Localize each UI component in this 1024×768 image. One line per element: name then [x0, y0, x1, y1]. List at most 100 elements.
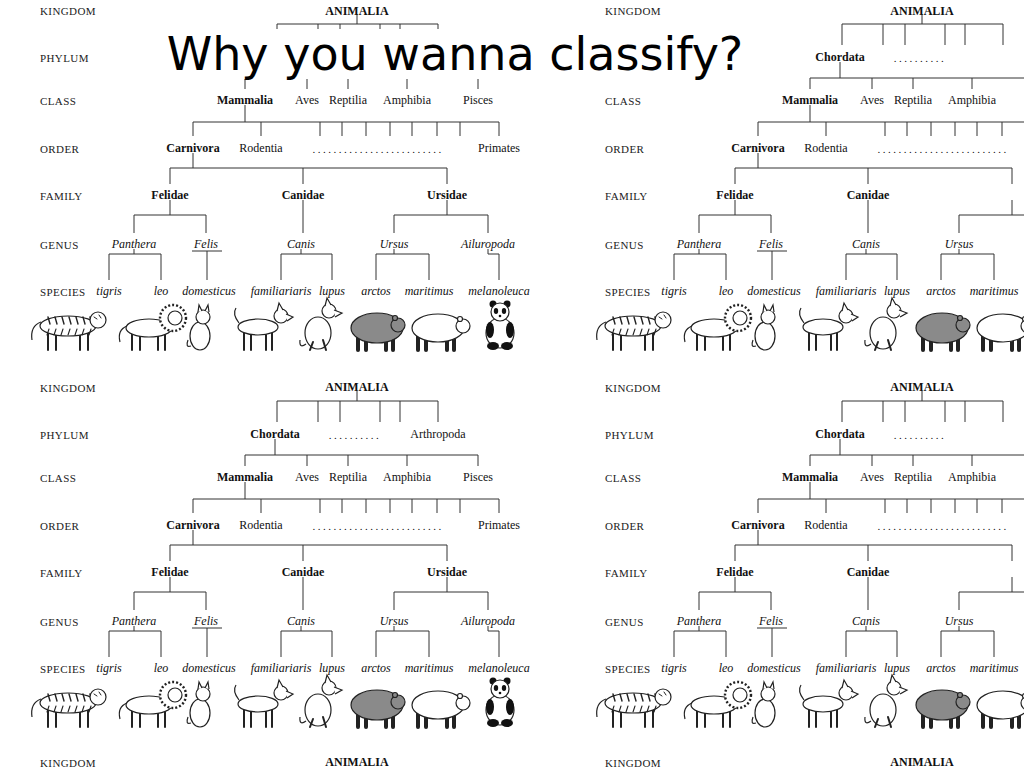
taxon-name: Chordata	[815, 50, 864, 65]
taxon-name: Reptilia	[329, 90, 367, 108]
taxon-name: Ursidae	[427, 562, 467, 580]
taxon-name: familiariaris	[251, 658, 312, 676]
tree-line	[810, 482, 811, 499]
tree-line	[735, 168, 736, 184]
tree-line	[810, 78, 811, 89]
rank-label: ORDER	[40, 520, 79, 532]
taxon-name: Ursus	[380, 611, 409, 629]
tree-line	[261, 122, 262, 136]
rank-label: SPECIES	[40, 663, 86, 675]
tree-line	[883, 24, 884, 45]
taxon-name: Canis	[287, 237, 315, 252]
tree-line	[134, 215, 206, 216]
tree-line	[348, 78, 349, 89]
taxon-name: Mammalia	[782, 467, 838, 485]
tree-line	[1012, 200, 1013, 215]
rank-label: KINGDOM	[605, 378, 661, 396]
ellipsis-dots: .........................	[877, 516, 1008, 534]
taxon-name: domesticus	[182, 661, 235, 676]
tree-line	[478, 78, 479, 89]
rank-label: CLASS	[40, 91, 76, 109]
tree-line	[885, 499, 886, 513]
ellipsis-dots: .........................	[312, 520, 443, 532]
taxon-name: Carnivora	[166, 138, 219, 156]
tree-line	[281, 254, 332, 255]
taxon-name: Aves	[295, 93, 319, 108]
taxon-name: Rodentia	[239, 518, 282, 533]
tree-line	[972, 78, 973, 89]
taxon-name: arctos	[361, 281, 391, 299]
tree-line	[161, 254, 162, 280]
tree-line	[1002, 499, 1003, 513]
taxon-name: domesticus	[182, 281, 235, 299]
tree-line	[342, 499, 343, 513]
tree-line	[758, 122, 759, 136]
taxon-name: Felis	[759, 614, 783, 629]
tree-line	[488, 215, 489, 233]
taxon-name: Arthropoda	[410, 427, 465, 442]
tree-line	[318, 401, 319, 422]
tree-line	[735, 545, 736, 561]
tree-line	[245, 105, 246, 122]
taxon-name: Canis	[287, 234, 315, 252]
taxon-name: Felis	[194, 237, 218, 252]
taxon-name: Canidae	[847, 185, 890, 203]
tree-line	[941, 254, 994, 255]
taxon-name: familiariaris	[816, 658, 877, 676]
taxon-name: arctos	[926, 661, 956, 676]
tree-line	[207, 628, 208, 657]
tree-line	[245, 482, 246, 499]
taxon-name: Mammalia	[782, 93, 838, 108]
taxon-name: Carnivora	[166, 515, 219, 533]
taxon-name: lupus	[884, 661, 910, 676]
taxon-name: Amphibia	[948, 90, 996, 108]
taxon-name: familiariaris	[251, 284, 312, 299]
rank-label: ORDER	[605, 516, 644, 534]
tree-line	[771, 592, 772, 610]
taxon-name: Ursidae	[427, 188, 467, 203]
rank-label: SPECIES	[40, 659, 86, 677]
tree-line	[907, 122, 908, 136]
tree-line	[281, 631, 282, 657]
taxon-name: ANIMALIA	[890, 4, 953, 19]
rank-label: ORDER	[40, 139, 79, 157]
rank-label: ORDER	[40, 143, 79, 155]
taxon-name: Ailuropoda	[461, 614, 515, 629]
tree-line	[376, 254, 429, 255]
tree-line	[1002, 122, 1003, 136]
tree-line	[412, 499, 413, 513]
tree-line	[842, 24, 843, 45]
taxon-name: Felis	[759, 234, 783, 252]
taxon-name: Felidae	[716, 562, 753, 580]
taxon-name: Panthera	[677, 614, 722, 629]
rank-label: SPECIES	[40, 282, 86, 300]
taxon-name: leo	[154, 281, 169, 299]
tree-line	[394, 592, 488, 593]
title: Why you wanna classify?	[163, 29, 748, 79]
rank-label: FAMILY	[605, 190, 648, 202]
tree-line	[429, 631, 430, 657]
tree-line	[965, 401, 966, 422]
taxon-name: tigris	[661, 281, 686, 299]
rank-label: SPECIES	[40, 286, 86, 298]
taxon-name: Amphibia	[383, 467, 431, 485]
tree-line	[394, 592, 395, 610]
taxon-name: Canis	[287, 614, 315, 629]
rank-label: KINGDOM	[40, 378, 96, 396]
tree-line	[842, 401, 1003, 402]
tree-line	[1012, 545, 1013, 561]
rank-label: PHYLUM	[40, 52, 89, 64]
tree-line	[366, 499, 367, 513]
taxon-name: domesticus	[182, 284, 235, 299]
tree-line	[277, 401, 278, 422]
taxon-name: maritimus	[405, 281, 454, 299]
tree-line	[307, 455, 308, 466]
taxon-name: Pisces	[463, 90, 493, 108]
tree-line	[437, 499, 438, 513]
tree-line	[735, 200, 736, 215]
tree-line	[735, 577, 736, 592]
rank-label: GENUS	[605, 612, 644, 630]
tree-line	[907, 499, 908, 513]
rank-label: CLASS	[605, 468, 641, 486]
taxon-name: Mammalia	[217, 467, 273, 485]
